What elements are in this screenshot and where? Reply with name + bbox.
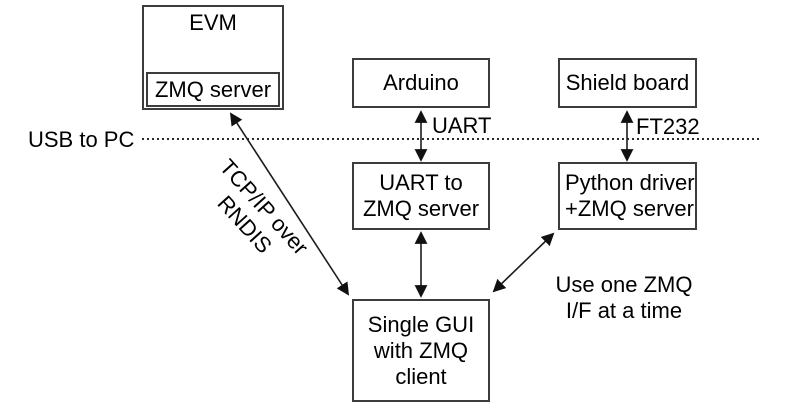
uart-label: UART: [432, 113, 492, 138]
uart-zmq-server-line2: ZMQ server: [362, 196, 480, 221]
evm-box: EVM ZMQ server: [142, 5, 284, 110]
single-gui-line2: with ZMQ: [373, 337, 469, 363]
zmq-note-line1: Use one ZMQ: [555, 272, 693, 297]
ft232-label: FT232: [636, 114, 700, 139]
python-driver-line2: +ZMQ server: [565, 196, 694, 221]
single-gui-line3: client: [395, 363, 447, 389]
uart-zmq-server-line1: UART to: [379, 170, 463, 195]
arduino-box-label: Arduino: [383, 70, 459, 95]
evm-box-label: EVM: [189, 10, 237, 35]
python-driver-box: Python driver +ZMQ server: [558, 162, 697, 230]
arduino-box: Arduino: [352, 58, 490, 108]
python-driver-line1: Python driver: [565, 170, 695, 195]
zmq-note-label: Use one ZMQ I/F at a time: [545, 272, 703, 324]
shield-board-box-label: Shield board: [565, 70, 690, 95]
zmq-server-subbox-label: ZMQ server: [154, 76, 272, 102]
single-gui-box: Single GUI with ZMQ client: [352, 299, 490, 402]
zmq-server-subbox: ZMQ server: [146, 72, 280, 107]
tcpip-rndis-label: TCP/IP over RNDIS: [184, 142, 324, 290]
uart-zmq-server-box: UART to ZMQ server: [352, 162, 490, 230]
python-driver-box-label: Python driver +ZMQ server: [565, 170, 695, 222]
single-gui-box-label: Single GUI with ZMQ client: [368, 312, 474, 390]
shield-board-box: Shield board: [558, 58, 697, 108]
uart-zmq-server-box-label: UART to ZMQ server: [363, 170, 479, 222]
usb-to-pc-label: USB to PC: [28, 127, 135, 152]
zmq-note-line2: I/F at a time: [565, 298, 683, 323]
single-gui-line1: Single GUI: [367, 311, 475, 337]
